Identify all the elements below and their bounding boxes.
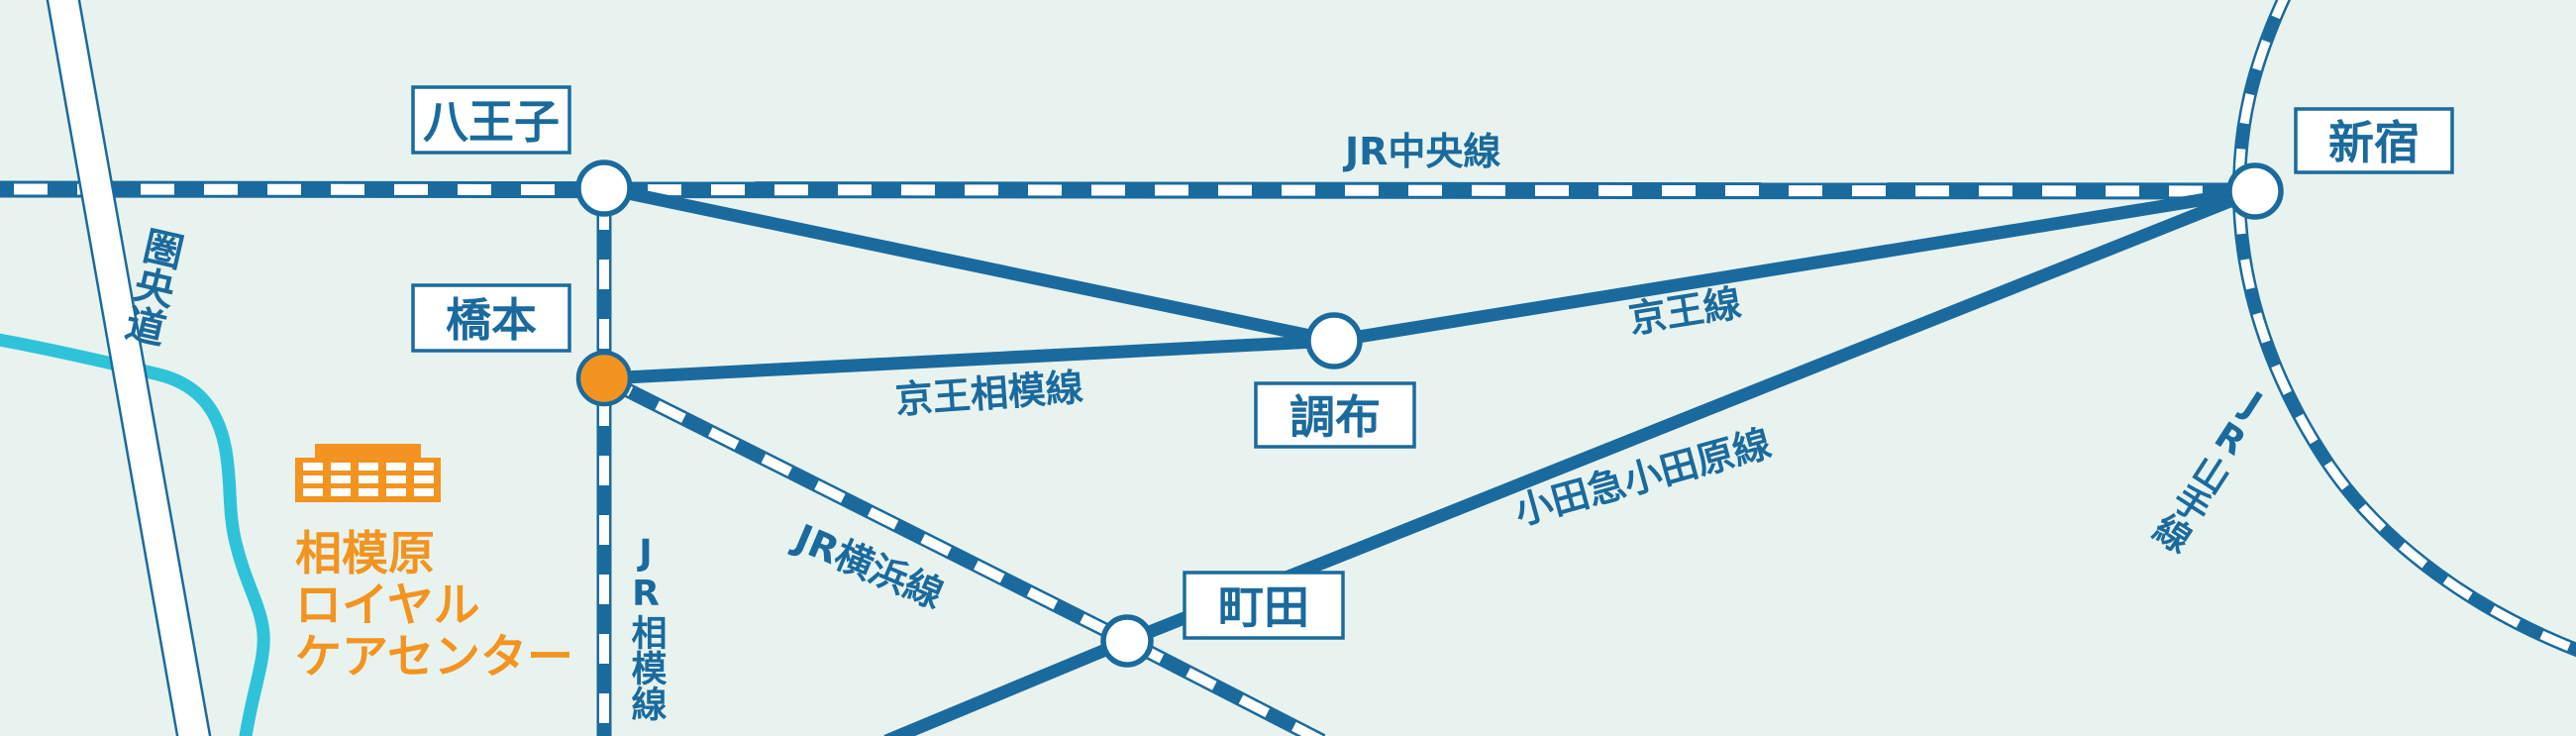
shinjuku-station-name: 新宿 (2328, 116, 2420, 169)
shinjuku-station-dot (2226, 162, 2284, 220)
hachioji-station-dot (575, 159, 633, 217)
shinjuku-station-label: 新宿 (2294, 107, 2454, 174)
keno-expressway-road (46, 0, 212, 736)
jr-chuo-line-label: JR中央線 (1342, 130, 1500, 173)
chofu-station-dot (1305, 312, 1363, 369)
odakyu-odawara-line (883, 184, 2258, 736)
care-center-name-line2: ロイヤル (295, 578, 480, 633)
hashimoto-station-dot (575, 350, 633, 407)
machida-station-name: 町田 (1218, 580, 1309, 634)
machida-station-dot (1100, 614, 1154, 668)
hachioji-station-name: 八王子 (423, 95, 560, 149)
machida-station-label: 町田 (1183, 571, 1345, 640)
hachioji-station-label: 八王子 (411, 85, 571, 155)
jr-yamanote-line-label: JR山手線 (2143, 377, 2281, 558)
jr-sagami-line-label: JR相模線 (626, 533, 668, 721)
jr-yokohama-line-label: JR横浜線 (786, 515, 950, 617)
care-center-name-line1: 相模原 (295, 527, 435, 581)
care-center-building-icon (295, 444, 441, 502)
care-center-name-line3: ケアセンター (295, 630, 573, 684)
hashimoto-station-name: 橋本 (446, 293, 537, 347)
keio-line-chofu-shinjuku (1332, 184, 2257, 348)
keio-sagamihara-line (603, 334, 1335, 385)
jr-yokohama-line (596, 188, 1326, 736)
care-center-name: 相模原 ロイヤル ケアセンター (295, 527, 573, 684)
jr-chuo-line (0, 180, 2256, 200)
hashimoto-station-label: 橋本 (411, 283, 571, 353)
chofu-station-name: 調布 (1289, 390, 1381, 444)
chofu-station-label: 調布 (1254, 381, 1416, 449)
keio-sagamihara-line-label: 京王相模線 (894, 366, 1085, 422)
jr-yamanote-line (2231, 0, 2576, 658)
keio-line-hachioji-chofu (602, 181, 1336, 348)
